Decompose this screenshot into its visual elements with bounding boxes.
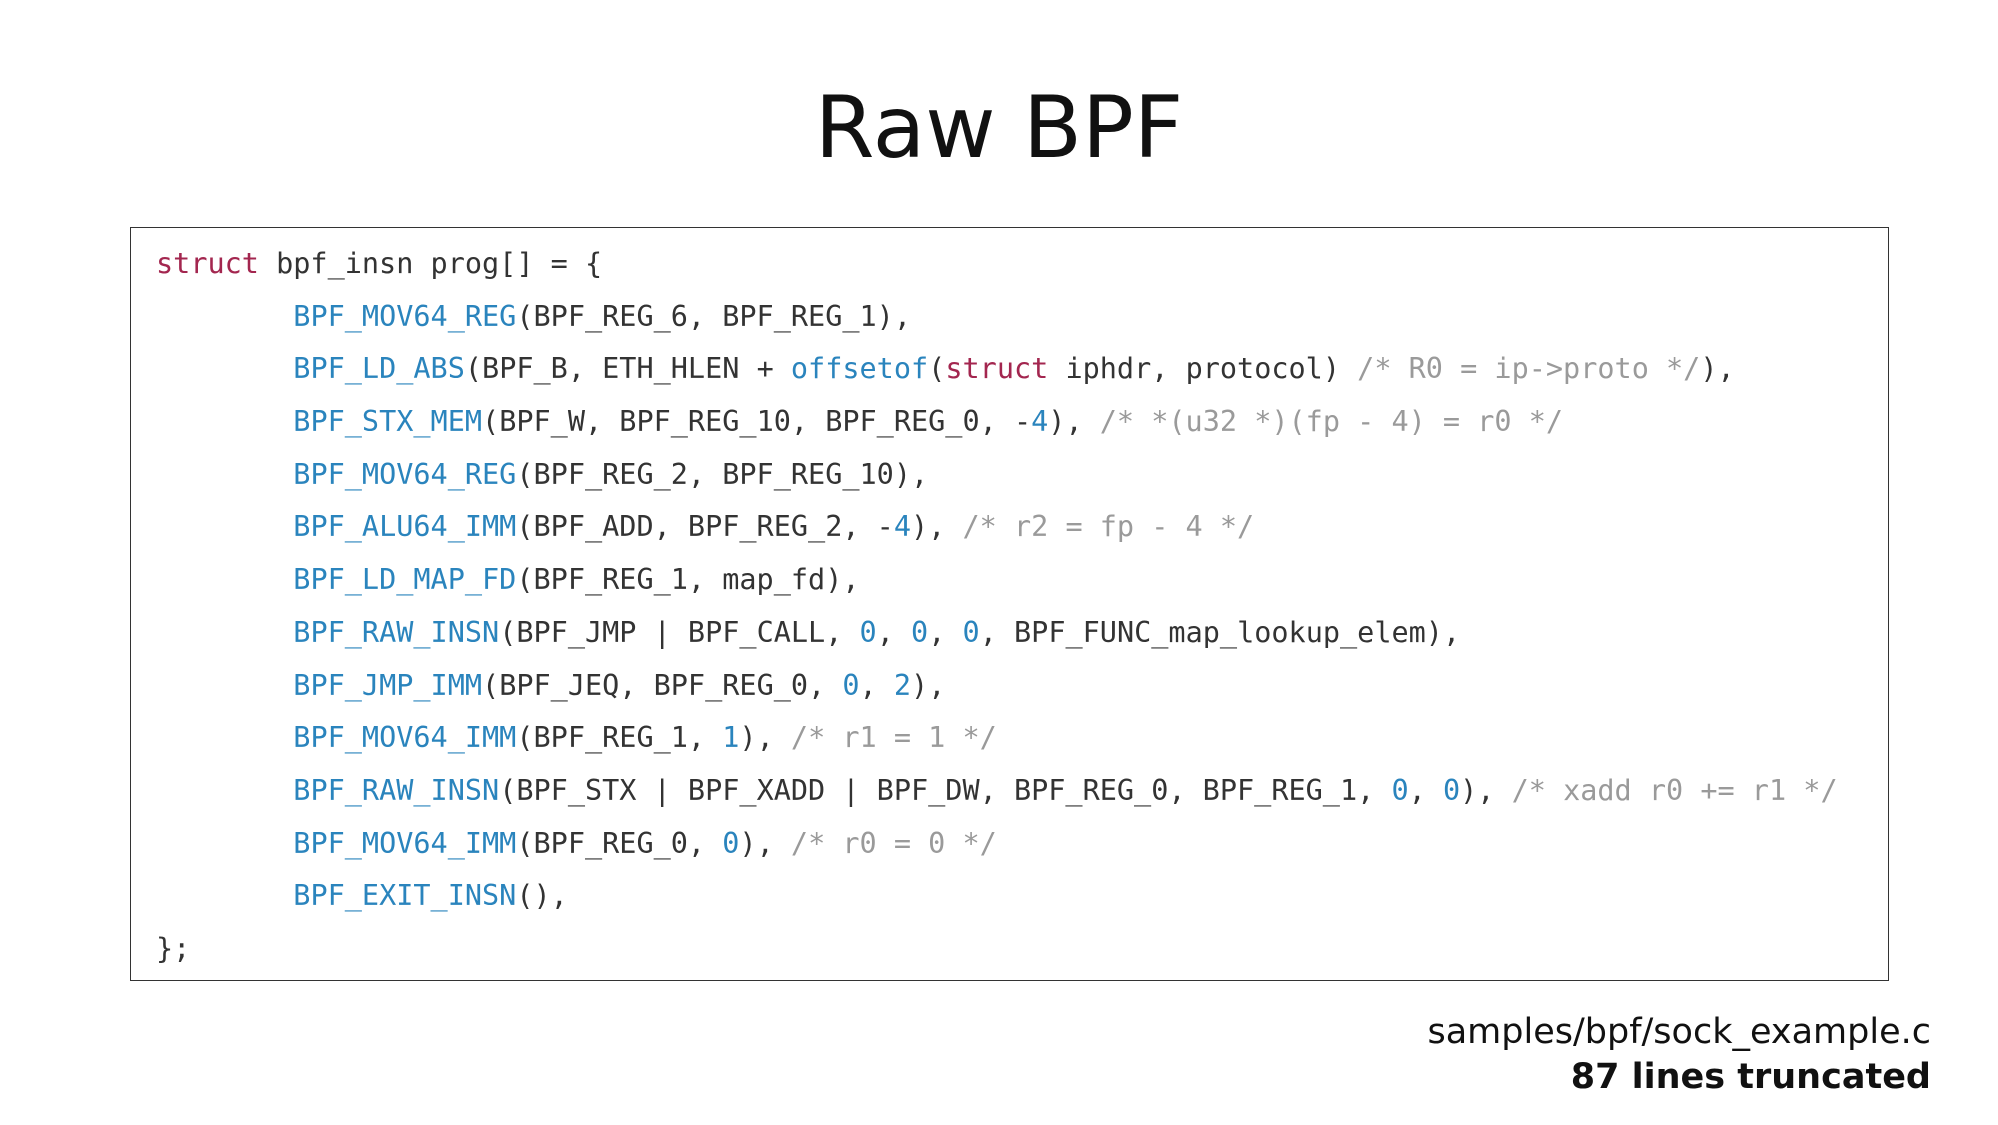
text-token: (BPF_W, BPF_REG_10, BPF_REG_0, - bbox=[482, 405, 1032, 439]
text-token: (BPF_STX | BPF_XADD | BPF_DW, BPF_REG_0,… bbox=[499, 773, 1392, 807]
text-token: , BPF_FUNC_map_lookup_elem), bbox=[979, 615, 1461, 649]
macro-token: offsetof bbox=[790, 352, 929, 386]
text-token bbox=[156, 616, 293, 649]
text-token: ), bbox=[1700, 352, 1735, 386]
code-line: BPF_RAW_INSN(BPF_JMP | BPF_CALL, 0, 0, 0… bbox=[156, 607, 1838, 660]
keyword-token: struct bbox=[156, 247, 259, 280]
number-token: 0 bbox=[859, 615, 877, 649]
text-token bbox=[156, 721, 293, 754]
number-token: 0 bbox=[722, 826, 740, 860]
macro-token: BPF_MOV64_REG bbox=[293, 299, 517, 333]
code-line: BPF_LD_ABS(BPF_B, ETH_HLEN + offsetof(st… bbox=[156, 343, 1838, 396]
code-listing: struct bpf_insn prog[] = { BPF_MOV64_REG… bbox=[156, 238, 1838, 976]
text-token bbox=[156, 669, 293, 702]
text-token: ), bbox=[739, 721, 791, 755]
text-token: ), bbox=[739, 826, 791, 860]
macro-token: BPF_JMP_IMM bbox=[293, 668, 483, 702]
code-line: }; bbox=[156, 923, 1838, 976]
text-token bbox=[156, 510, 293, 543]
number-token: 0 bbox=[1391, 773, 1409, 807]
code-line: struct bpf_insn prog[] = { bbox=[156, 238, 1838, 291]
comment-token: /* *(u32 *)(fp - 4) = r0 */ bbox=[1099, 405, 1564, 439]
number-token: 4 bbox=[893, 510, 912, 544]
comment-token: /* xadd r0 += r1 */ bbox=[1511, 773, 1838, 807]
macro-token: BPF_LD_MAP_FD bbox=[293, 563, 517, 597]
truncation-note: 87 lines truncated bbox=[1570, 1057, 1931, 1097]
comment-token: /* R0 = ip->proto */ bbox=[1357, 352, 1701, 386]
macro-token: BPF_MOV64_IMM bbox=[293, 826, 517, 860]
number-token: 2 bbox=[893, 668, 912, 702]
code-line: BPF_EXIT_INSN(), bbox=[156, 870, 1838, 923]
text-token bbox=[156, 827, 293, 860]
keyword-token: struct bbox=[945, 352, 1049, 386]
text-token: ), bbox=[1048, 405, 1100, 439]
text-token: ), bbox=[911, 510, 963, 544]
code-line: BPF_RAW_INSN(BPF_STX | BPF_XADD | BPF_DW… bbox=[156, 765, 1838, 818]
text-token: (BPF_JEQ, BPF_REG_0, bbox=[482, 668, 843, 702]
text-token: (BPF_REG_6, BPF_REG_1), bbox=[516, 299, 911, 333]
text-token: (BPF_B, ETH_HLEN + bbox=[464, 352, 791, 386]
macro-token: BPF_MOV64_REG bbox=[293, 457, 517, 491]
macro-token: BPF_RAW_INSN bbox=[293, 773, 500, 807]
footer: samples/bpf/sock_example.c 87 lines trun… bbox=[1427, 1010, 1931, 1100]
macro-token: BPF_RAW_INSN bbox=[293, 615, 500, 649]
code-line: BPF_MOV64_REG(BPF_REG_2, BPF_REG_10), bbox=[156, 449, 1838, 502]
text-token bbox=[156, 300, 293, 333]
text-token: }; bbox=[156, 931, 191, 965]
code-line: BPF_MOV64_IMM(BPF_REG_0, 0), /* r0 = 0 *… bbox=[156, 818, 1838, 871]
text-token: , bbox=[876, 615, 912, 649]
text-token: ), bbox=[1460, 773, 1512, 807]
comment-token: /* r2 = fp - 4 */ bbox=[962, 510, 1255, 544]
text-token: (BPF_ADD, BPF_REG_2, - bbox=[516, 510, 894, 544]
text-token: bpf_insn prog[] = { bbox=[258, 247, 603, 280]
text-token: iphdr, protocol) bbox=[1048, 352, 1358, 386]
code-line: BPF_MOV64_REG(BPF_REG_6, BPF_REG_1), bbox=[156, 291, 1838, 344]
text-token: (BPF_REG_0, bbox=[516, 826, 723, 860]
code-block: struct bpf_insn prog[] = { BPF_MOV64_REG… bbox=[130, 227, 1889, 981]
text-token: (BPF_REG_2, BPF_REG_10), bbox=[516, 457, 929, 491]
text-token: (BPF_JMP | BPF_CALL, bbox=[499, 615, 860, 649]
number-token: 0 bbox=[962, 615, 980, 649]
text-token bbox=[156, 563, 293, 596]
number-token: 4 bbox=[1031, 405, 1049, 439]
macro-token: BPF_ALU64_IMM bbox=[293, 510, 517, 544]
text-token: ( bbox=[928, 352, 946, 386]
text-token: (BPF_REG_1, bbox=[516, 721, 723, 755]
code-line: BPF_MOV64_IMM(BPF_REG_1, 1), /* r1 = 1 *… bbox=[156, 712, 1838, 765]
text-token: ), bbox=[911, 668, 946, 702]
code-line: BPF_LD_MAP_FD(BPF_REG_1, map_fd), bbox=[156, 554, 1838, 607]
text-token: (BPF_REG_1, map_fd), bbox=[516, 563, 860, 597]
text-token bbox=[156, 405, 293, 438]
text-token: , bbox=[928, 615, 963, 649]
number-token: 0 bbox=[911, 615, 929, 649]
text-token bbox=[156, 774, 293, 807]
number-token: 1 bbox=[722, 721, 740, 755]
text-token bbox=[156, 352, 293, 385]
macro-token: BPF_MOV64_IMM bbox=[293, 721, 517, 755]
code-line: BPF_ALU64_IMM(BPF_ADD, BPF_REG_2, -4), /… bbox=[156, 501, 1838, 554]
code-line: BPF_JMP_IMM(BPF_JEQ, BPF_REG_0, 0, 2), bbox=[156, 660, 1838, 713]
text-token: , bbox=[1408, 773, 1443, 807]
text-token bbox=[156, 458, 293, 491]
source-file-path: samples/bpf/sock_example.c bbox=[1427, 1012, 1931, 1052]
macro-token: BPF_LD_ABS bbox=[293, 352, 465, 386]
text-token: (), bbox=[516, 879, 568, 913]
macro-token: BPF_EXIT_INSN bbox=[293, 879, 517, 913]
comment-token: /* r1 = 1 */ bbox=[790, 721, 997, 755]
number-token: 0 bbox=[842, 668, 860, 702]
number-token: 0 bbox=[1442, 773, 1461, 807]
comment-token: /* r0 = 0 */ bbox=[790, 826, 997, 860]
macro-token: BPF_STX_MEM bbox=[293, 405, 483, 439]
slide-title: Raw BPF bbox=[814, 78, 1184, 178]
code-line: BPF_STX_MEM(BPF_W, BPF_REG_10, BPF_REG_0… bbox=[156, 396, 1838, 449]
text-token: , bbox=[859, 668, 894, 702]
text-token bbox=[156, 879, 293, 912]
